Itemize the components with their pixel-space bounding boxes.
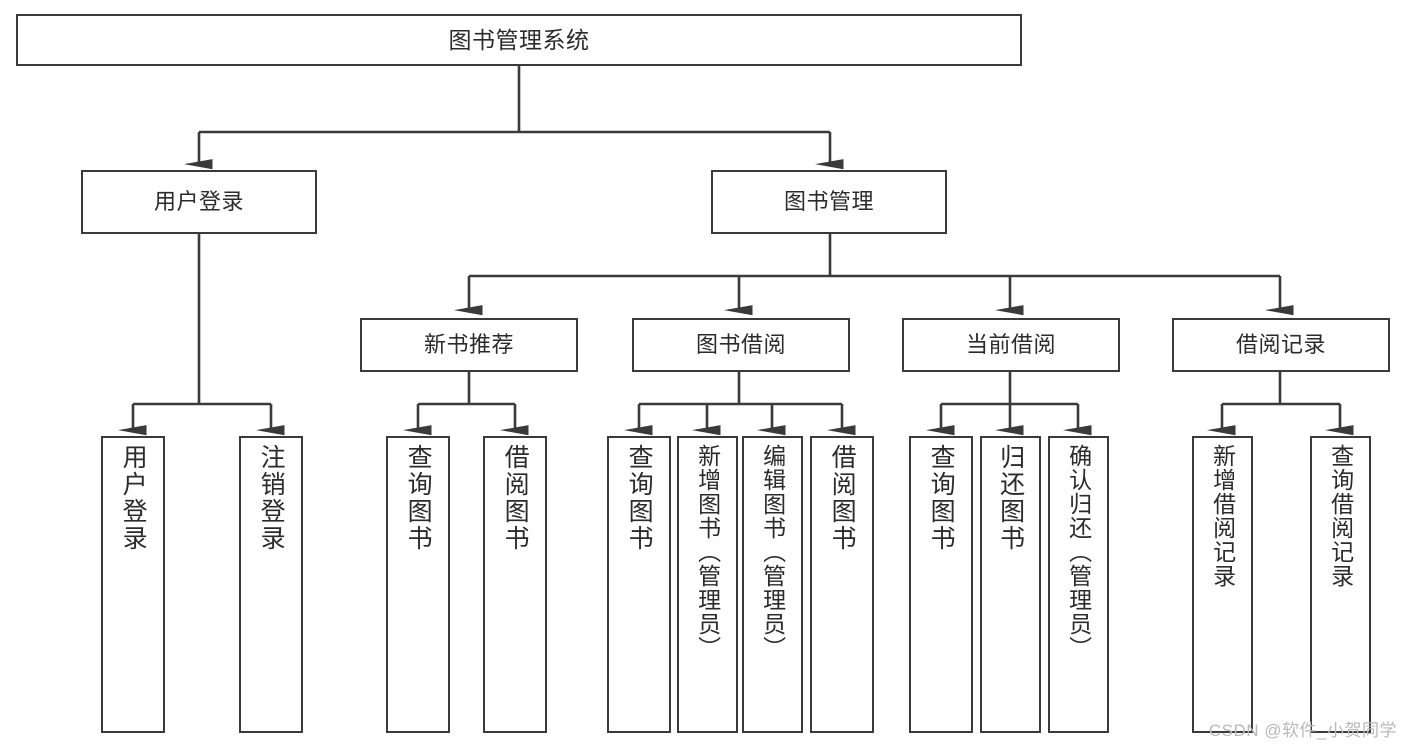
node-label: 图书管理系统 xyxy=(448,26,590,53)
node-label: 新增借阅记录 xyxy=(1209,444,1236,588)
node-leaf-add-book[interactable]: 新增图书（管理员） xyxy=(677,436,738,733)
node-leaf-edit-book[interactable]: 编辑图书（管理员） xyxy=(742,436,803,733)
node-label: 查询图书 xyxy=(927,444,956,552)
node-label: 新书推荐 xyxy=(423,331,514,357)
node-current-borrow[interactable]: 当前借阅 xyxy=(902,318,1120,372)
node-leaf-borrow-book-2[interactable]: 借阅图书 xyxy=(810,436,874,733)
csdn-watermark: CSDN @软件_小贺同学 xyxy=(1208,721,1397,740)
node-label: 用户登录 xyxy=(119,444,148,552)
node-label: 新增图书（管理员） xyxy=(694,444,721,660)
node-label: 归还图书 xyxy=(996,444,1025,552)
node-leaf-confirm-return[interactable]: 确认归还（管理员） xyxy=(1048,436,1109,733)
node-label: 注销登录 xyxy=(257,444,286,552)
node-borrow-record[interactable]: 借阅记录 xyxy=(1172,318,1390,372)
node-leaf-query-book-3[interactable]: 查询图书 xyxy=(909,436,973,733)
node-label: 借阅图书 xyxy=(501,444,530,552)
node-leaf-logout-login[interactable]: 注销登录 xyxy=(239,436,303,733)
node-book-borrow[interactable]: 图书借阅 xyxy=(632,318,850,372)
node-label: 借阅图书 xyxy=(828,444,857,552)
node-label: 查询借阅记录 xyxy=(1327,444,1354,588)
node-label: 查询图书 xyxy=(404,444,433,552)
node-label: 确认归还（管理员） xyxy=(1065,444,1092,660)
node-root-system[interactable]: 图书管理系统 xyxy=(16,14,1022,66)
node-label: 编辑图书（管理员） xyxy=(759,444,786,660)
node-leaf-query-book-2[interactable]: 查询图书 xyxy=(607,436,671,733)
node-leaf-query-book-1[interactable]: 查询图书 xyxy=(386,436,450,733)
node-label: 用户登录 xyxy=(153,188,244,214)
node-leaf-user-login[interactable]: 用户登录 xyxy=(101,436,165,733)
node-label: 图书借阅 xyxy=(695,331,786,357)
node-label: 查询图书 xyxy=(625,444,654,552)
node-user-login[interactable]: 用户登录 xyxy=(81,170,317,234)
node-leaf-return-book[interactable]: 归还图书 xyxy=(980,436,1041,733)
node-new-book-recommend[interactable]: 新书推荐 xyxy=(360,318,578,372)
node-label: 图书管理 xyxy=(783,188,874,214)
node-leaf-query-record[interactable]: 查询借阅记录 xyxy=(1310,436,1371,733)
node-leaf-add-record[interactable]: 新增借阅记录 xyxy=(1192,436,1253,733)
node-leaf-borrow-book-1[interactable]: 借阅图书 xyxy=(483,436,547,733)
node-label: 借阅记录 xyxy=(1235,331,1326,357)
node-book-manage[interactable]: 图书管理 xyxy=(711,170,947,234)
node-label: 当前借阅 xyxy=(965,331,1056,357)
